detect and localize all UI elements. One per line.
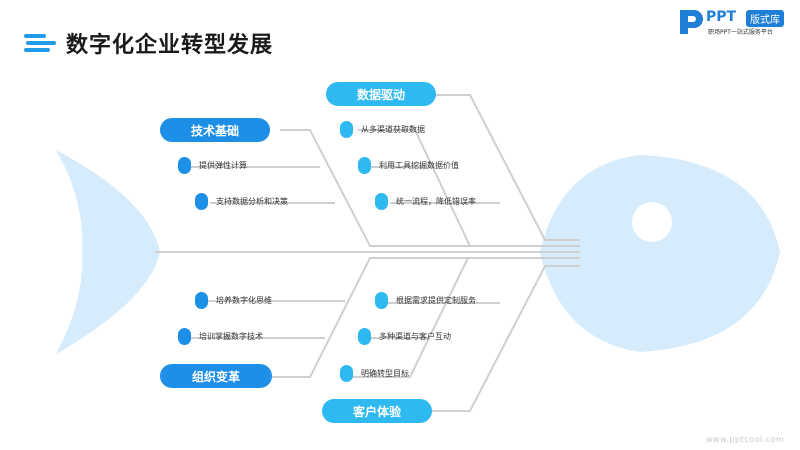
list-item: 培训掌握数字技术 [178, 328, 263, 345]
logo-tagline: 职场PPT一站式服务平台 [708, 29, 773, 36]
category-org-change: 组织变革 [160, 364, 272, 388]
bullet-dot [340, 365, 353, 382]
list-item: 利用工具挖掘数据价值 [358, 157, 459, 174]
menu-lines-icon [24, 32, 56, 54]
list-item: 根据需求提供定制服务 [375, 292, 476, 309]
item-label: 明确转型目标 [361, 369, 409, 378]
list-item: 多种渠道与客户互动 [358, 328, 451, 345]
fish-head [540, 155, 780, 352]
list-item: 明确转型目标 [340, 365, 409, 382]
item-label: 利用工具挖掘数据价值 [379, 161, 459, 170]
bullet-dot [375, 193, 388, 210]
category-tech-foundation: 技术基础 [160, 118, 270, 142]
item-label: 支持数据分析和决策 [216, 197, 288, 206]
item-label: 统一流程，降低错误率 [396, 197, 476, 206]
fish-eye [632, 202, 672, 242]
bullet-dot [340, 121, 353, 138]
brand-logo: PPT 版式库 职场PPT一站式服务平台 [678, 8, 796, 38]
list-item: 提供弹性计算 [178, 157, 247, 174]
bullet-dot [195, 292, 208, 309]
item-label: 根据需求提供定制服务 [396, 296, 476, 305]
ppt-logo-icon [680, 10, 703, 34]
item-label: 从多渠道获取数据 [361, 125, 425, 134]
bullet-dot [358, 328, 371, 345]
item-label: 提供弹性计算 [199, 161, 247, 170]
title-bar: 数字化企业转型发展 [24, 26, 273, 60]
list-item: 从多渠道获取数据 [340, 121, 425, 138]
category-customer-experience: 客户体验 [322, 399, 432, 423]
list-item: 统一流程，降低错误率 [375, 193, 476, 210]
list-item: 培养数字化思维 [195, 292, 272, 309]
item-label: 培养数字化思维 [216, 296, 272, 305]
bullet-dot [178, 157, 191, 174]
watermark: www.pptcool.com [706, 435, 785, 444]
item-label: 培训掌握数字技术 [199, 332, 263, 341]
bullet-dot [178, 328, 191, 345]
fish-bones [155, 94, 580, 412]
fish-tail [56, 150, 160, 354]
bullet-dot [195, 193, 208, 210]
logo-brand: PPT [706, 9, 737, 25]
item-label: 多种渠道与客户互动 [379, 332, 451, 341]
bullet-dot [375, 292, 388, 309]
category-data-driven: 数据驱动 [326, 82, 436, 106]
list-item: 支持数据分析和决策 [195, 193, 288, 210]
page-title: 数字化企业转型发展 [66, 33, 274, 58]
bullet-dot [358, 157, 371, 174]
logo-badge: 版式库 [746, 10, 784, 27]
